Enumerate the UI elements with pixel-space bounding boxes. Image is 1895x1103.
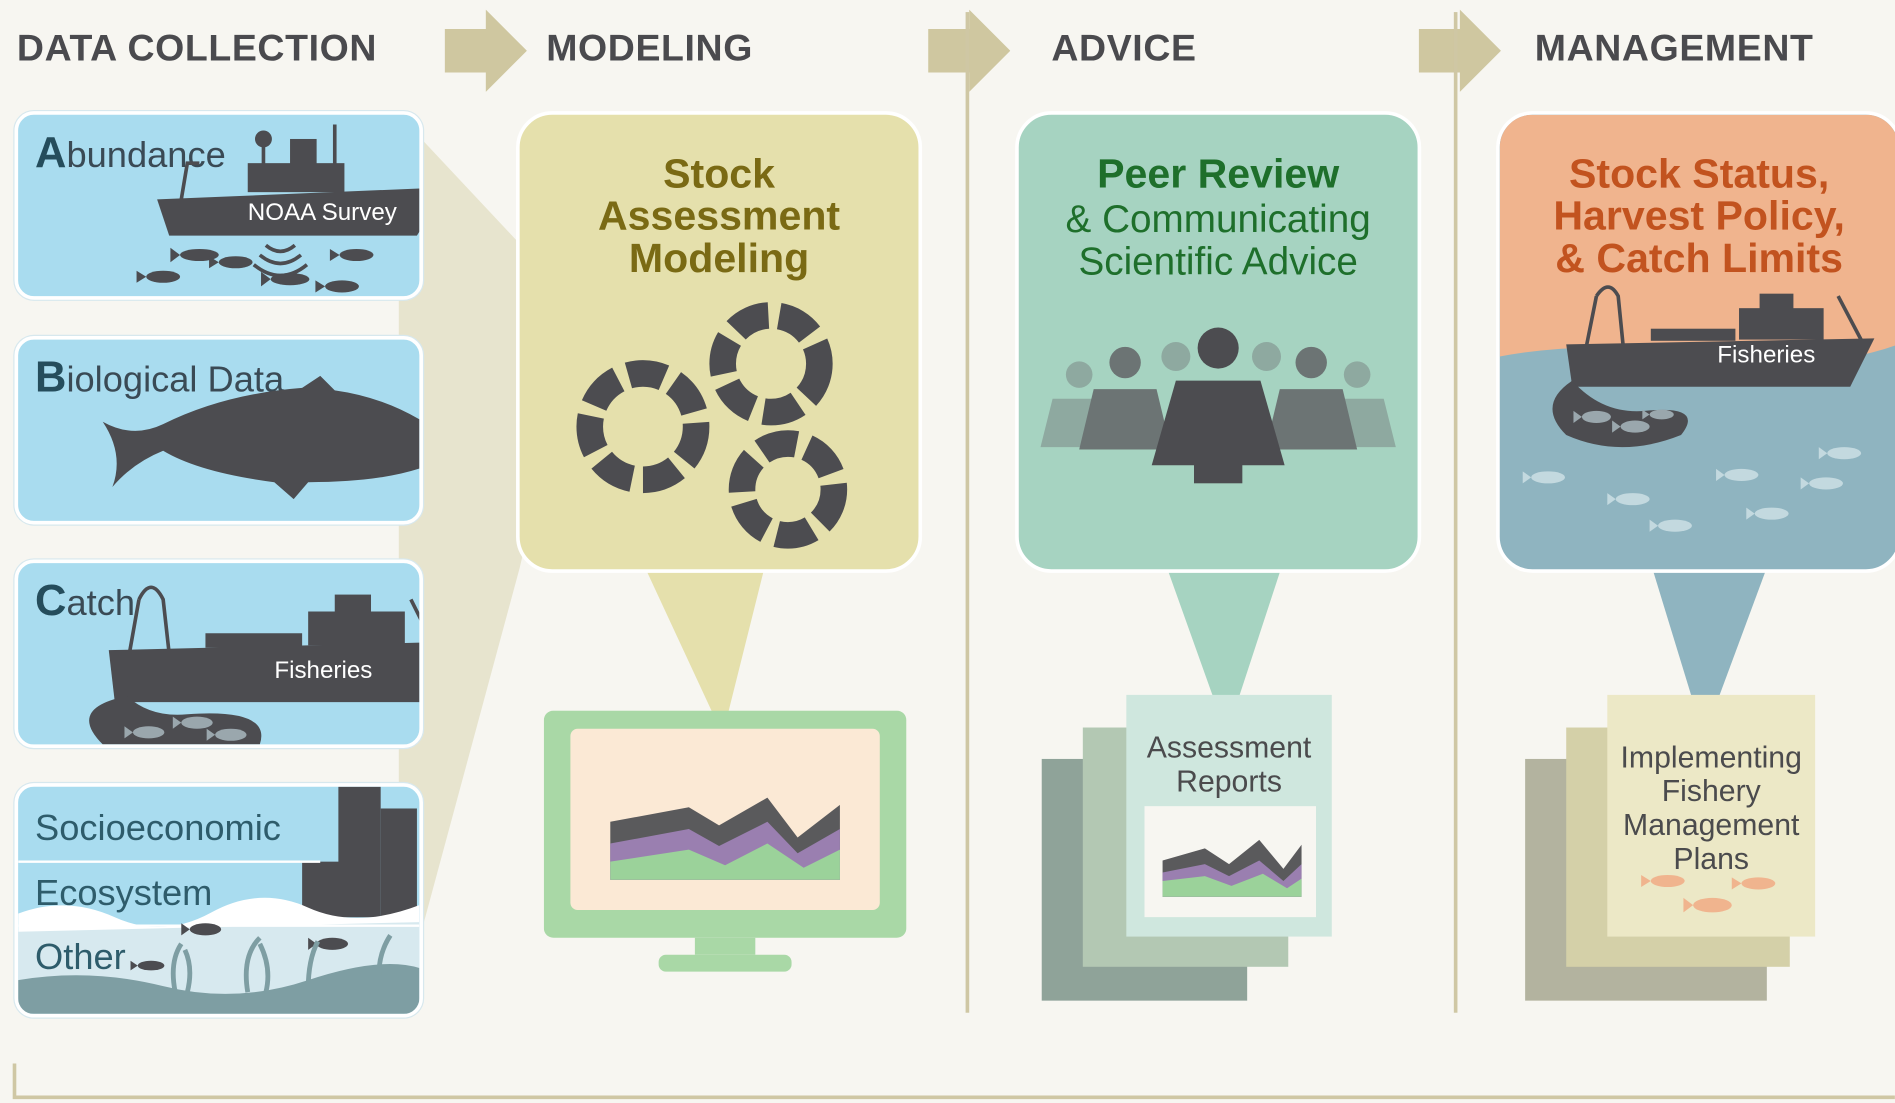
advice-subtitle-line-1: & Communicating: [1065, 196, 1371, 241]
modeling-title-line-1: Stock: [663, 151, 776, 197]
stage-arrow-icon: [444, 9, 527, 92]
advice-bubble-tail: [1154, 531, 1294, 735]
report-label-line-1: Assessment: [1146, 731, 1312, 765]
plan-label-line-3: Management: [1623, 808, 1800, 843]
plan-label-line-4: Plans: [1673, 842, 1750, 877]
catch-label: Catch: [35, 575, 136, 625]
stage-arrow-icon: [928, 9, 1011, 92]
management-title-line-1: Stock Status,: [1568, 151, 1830, 197]
biological-data-card: Biological Data: [14, 335, 423, 525]
other-data-card: Socioeconomic Ecosystem Other: [14, 783, 423, 1018]
catch-card: Catch Fisheries: [14, 559, 423, 749]
management-title-line-3: & Catch Limits: [1555, 235, 1843, 282]
assessment-report-document: Assessment Reports: [1126, 694, 1332, 937]
city-and-seafloor-icon: [18, 786, 420, 1014]
fishing-vessel-icon: [89, 585, 420, 745]
stage-arrow-icon: [1418, 9, 1501, 92]
report-chart-thumbnail-icon: [1144, 806, 1317, 918]
stage-heading-advice: ADVICE: [1051, 26, 1197, 69]
orange-fish-icon: [1641, 874, 1776, 913]
abundance-card: Abundance NOAA Survey: [14, 111, 423, 300]
people-group-icon: [1040, 327, 1396, 484]
modeling-bubble: Stock Assessment Modeling: [516, 111, 923, 573]
other-label: Other: [35, 937, 126, 978]
stage-divider: [965, 12, 970, 1013]
computer-monitor-icon: [543, 710, 907, 972]
stage-heading-management: MANAGEMENT: [1534, 26, 1814, 69]
biological-data-label: Biological Data: [35, 351, 285, 402]
fish-silhouette-icon: [102, 375, 420, 500]
plan-label-line-2: Fishery: [1661, 774, 1761, 809]
advice-subtitle-line-2: Scientific Advice: [1078, 239, 1358, 283]
modeling-bubble-tail: [628, 531, 774, 735]
abundance-label: Abundance: [35, 126, 226, 177]
stage-heading-modeling: MODELING: [546, 26, 753, 69]
socioeconomic-label: Socioeconomic: [35, 808, 281, 849]
bottom-bracket-line: [12, 1063, 1895, 1100]
ecosystem-label: Ecosystem: [35, 873, 213, 914]
noaa-survey-vessel-label: NOAA Survey: [247, 199, 397, 226]
modeling-title-line-2: Assessment: [597, 193, 841, 240]
management-title-line-2: Harvest Policy,: [1553, 193, 1845, 240]
stage-divider: [1453, 12, 1458, 1013]
plan-label-line-1: Implementing: [1620, 740, 1802, 775]
management-bubble: Stock Status, Harvest Policy, & Catch Li…: [1496, 111, 1895, 573]
gears-icon: [576, 302, 848, 549]
advice-bubble: Peer Review & Communicating Scientific A…: [1015, 111, 1422, 573]
management-scene-icon: [1499, 114, 1895, 532]
catch-vessel-label: Fisheries: [274, 657, 373, 685]
modeling-title-line-3: Modeling: [628, 235, 810, 282]
management-bubble-tail: [1641, 531, 1781, 738]
advice-title: Peer Review: [1097, 151, 1340, 197]
management-plan-document: Implementing Fishery Management Plans: [1607, 694, 1816, 937]
noaa-survey-ship-icon: [136, 124, 420, 293]
report-label-line-2: Reports: [1176, 764, 1282, 799]
management-vessel-label: Fisheries: [1717, 342, 1816, 369]
stage-heading-data-collection: DATA COLLECTION: [16, 26, 377, 69]
